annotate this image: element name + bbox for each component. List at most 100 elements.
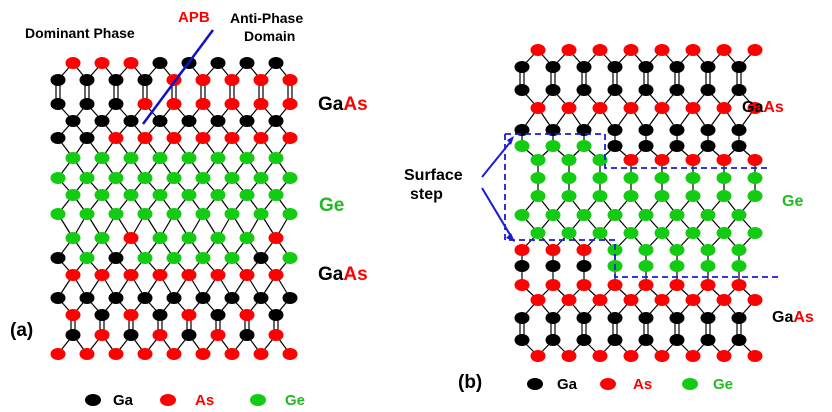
ge-atom [268, 152, 284, 164]
panel-b-label: (b) [458, 372, 482, 393]
ge-atom [123, 152, 139, 164]
ga-atom [607, 84, 623, 96]
as-atom [79, 348, 95, 360]
panel-b-bottom-gaas-label: GaAs [772, 309, 814, 326]
as-atom [514, 279, 530, 291]
as-atom [94, 57, 110, 69]
as-atom [65, 57, 81, 69]
ga-atom [731, 124, 747, 136]
ga-atom [50, 252, 66, 264]
ge-atom [239, 152, 255, 164]
ga-atom [152, 309, 168, 321]
ga-atom [210, 115, 226, 127]
ge-atom [210, 152, 226, 164]
panel-b-legend: Ga As Ge [527, 376, 733, 393]
ga-atom [576, 124, 592, 136]
ga-atom [268, 115, 284, 127]
ga-atom [700, 124, 716, 136]
ge-atom [79, 172, 95, 184]
ge-atom [137, 208, 153, 220]
as-atom [123, 232, 139, 244]
panel-a-legend: Ga As Ge [85, 392, 305, 409]
ga-atom [79, 98, 95, 110]
ge-atom [181, 189, 197, 201]
ge-atom [195, 172, 211, 184]
ga-atom [638, 334, 654, 346]
as-atom [607, 279, 623, 291]
ga-atom [545, 84, 561, 96]
as-atom [654, 102, 670, 114]
as-atom [561, 350, 577, 362]
ga-atom [181, 329, 197, 341]
ge-atom [669, 209, 685, 221]
ga-atom [123, 115, 139, 127]
ga-atom [638, 312, 654, 324]
as-atom [623, 154, 639, 166]
ga-atom [607, 61, 623, 73]
ge-atom [592, 190, 608, 202]
ga-atom [638, 61, 654, 73]
ga-atom [669, 124, 685, 136]
ga-atom [79, 132, 95, 144]
ga-atom [50, 98, 66, 110]
ga-atom [545, 312, 561, 324]
ge-atom [654, 172, 670, 184]
ge-atom [181, 152, 197, 164]
as-atom [731, 279, 747, 291]
ga-atom [638, 84, 654, 96]
as-atom [224, 98, 240, 110]
legend-as-marker [160, 394, 176, 406]
ge-atom [253, 172, 269, 184]
ga-atom [607, 312, 623, 324]
anti-phase-label-line1: Anti-Phase [230, 10, 303, 26]
ga-atom [108, 252, 124, 264]
ge-atom [545, 209, 561, 221]
ge-atom [514, 140, 530, 152]
ga-atom [514, 312, 530, 324]
as-atom [253, 348, 269, 360]
surface-step-arrow-lower [481, 187, 513, 239]
ga-atom [576, 334, 592, 346]
as-atom [195, 132, 211, 144]
as-atom [669, 279, 685, 291]
ga-atom [545, 334, 561, 346]
as-atom [224, 348, 240, 360]
ge-atom [152, 189, 168, 201]
as-atom [685, 294, 701, 306]
ge-atom [607, 209, 623, 221]
as-atom [152, 269, 168, 281]
as-atom [195, 74, 211, 86]
panel-a-ge-label: Ge [319, 195, 344, 216]
as-atom [253, 74, 269, 86]
ge-atom [685, 190, 701, 202]
ge-atom [210, 189, 226, 201]
as-atom [685, 44, 701, 56]
ga-atom [166, 292, 182, 304]
ge-atom [685, 172, 701, 184]
ge-atom [123, 189, 139, 201]
ga-atom [607, 334, 623, 346]
as-atom [592, 350, 608, 362]
as-atom [224, 132, 240, 144]
ga-atom [669, 84, 685, 96]
ge-atom [195, 208, 211, 220]
as-atom [210, 329, 226, 341]
ga-atom [181, 115, 197, 127]
panel-a-top-gaas-label: GaAs [318, 94, 368, 115]
ge-atom [282, 208, 298, 220]
surface-step-label-line2: step [410, 186, 443, 203]
ga-atom [700, 61, 716, 73]
as-atom [576, 279, 592, 291]
legend-ga-marker [85, 394, 101, 406]
ga-atom [152, 57, 168, 69]
as-atom [282, 132, 298, 144]
ga-atom [152, 115, 168, 127]
as-atom [530, 102, 546, 114]
ge-atom [253, 208, 269, 220]
ga-atom [50, 132, 66, 144]
as-atom [623, 102, 639, 114]
ga-atom [108, 74, 124, 86]
as-atom [268, 232, 284, 244]
ga-atom [239, 329, 255, 341]
as-atom [224, 74, 240, 86]
